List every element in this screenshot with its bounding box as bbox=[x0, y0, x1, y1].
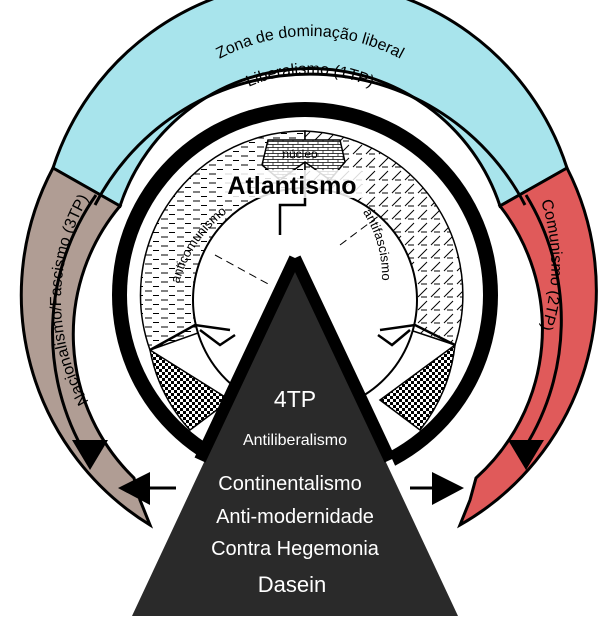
left-inward-arrowhead bbox=[118, 472, 150, 505]
pyramid-subtitle: Antiliberalismo bbox=[243, 432, 347, 449]
fascism-arrow-arc bbox=[51, 194, 98, 456]
pyramid-base-dasein: Dasein bbox=[258, 572, 326, 597]
pyramid-apex-left bbox=[194, 255, 301, 463]
fourth-theory-pyramid bbox=[132, 268, 458, 616]
inner-step-lines bbox=[149, 188, 456, 352]
communism-arrowhead bbox=[508, 440, 544, 470]
liberal-inner-arc bbox=[93, 72, 527, 206]
liberal-zone-ring bbox=[51, 0, 569, 209]
nucleus-label: núcleo bbox=[282, 147, 318, 161]
atlantism-title: Atlantismo bbox=[227, 172, 356, 200]
communism-ring bbox=[457, 165, 598, 529]
lower-left-dotted-sector bbox=[148, 348, 232, 432]
fascism-ring bbox=[19, 165, 154, 529]
fascism-arrowhead bbox=[72, 440, 108, 470]
pyramid-apex-right bbox=[289, 255, 396, 463]
left-dashed-guide bbox=[214, 254, 271, 286]
pyramid-line-antimodernity: Anti-modernidade bbox=[216, 506, 374, 528]
right-dashed-guide bbox=[339, 214, 381, 246]
right-inward-arrowhead bbox=[432, 472, 464, 505]
atlantism-title-backdrop bbox=[222, 170, 362, 198]
pyramid-line-counterhegemony: Contra Hegemonia bbox=[211, 538, 380, 560]
pyramid-line-continentalism: Continentalismo bbox=[218, 473, 361, 495]
communism-arrow-arc bbox=[518, 194, 563, 456]
lower-right-dotted-sector bbox=[378, 343, 456, 432]
pyramid-title: 4TP bbox=[274, 386, 316, 412]
